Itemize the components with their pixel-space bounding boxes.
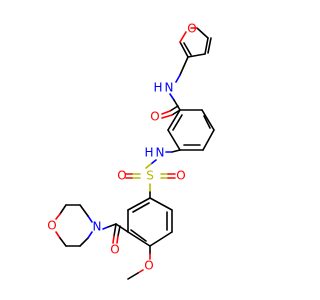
carbonyl-oxygen-label: O: [110, 243, 119, 257]
nh-s-bond-a: [150, 159, 157, 165]
morpholine-nitrogen-label: N: [93, 220, 102, 234]
sulfonamide-hydrogen-label: H: [144, 146, 153, 160]
morpholine-oxygen-label: O: [47, 219, 56, 233]
carbonyl-bond-b: [161, 114, 173, 119]
carbonyl-n-bond-b: [102, 226, 109, 230]
methoxy-bond-d: [127, 272, 139, 280]
amide-oxygen-label: O: [150, 110, 159, 124]
sulfonyl-oxygen-left-label: O: [117, 169, 126, 183]
ch2-bond: [179, 56, 189, 76]
furan-oxygen-label: O: [187, 22, 196, 36]
carbonyl-bond-d: [161, 110, 171, 115]
molecule-canvas: O N H O N H S O O O N O O: [47, 22, 215, 280]
morpholine-ring: [55, 204, 93, 247]
amide-nitrogen-label: N: [165, 81, 174, 95]
carbonyl-co-bond-a: [113, 223, 117, 237]
carbonyl-co-bond-b: [112, 235, 115, 244]
furan-ring: [179, 27, 212, 58]
amide-n-c-bond: [169, 93, 175, 101]
methoxy-oxygen-label: O: [144, 259, 153, 273]
amide-c-bond: [173, 99, 181, 111]
amide-hydrogen-label: H: [153, 81, 162, 95]
methoxyphenyl-ring: [127, 197, 173, 247]
sulfur-label: S: [146, 169, 154, 183]
carbonyl-n-bond-a: [107, 223, 117, 228]
methoxy-bond-c: [137, 269, 144, 274]
sulfonyl-oxygen-right-label: O: [176, 169, 185, 183]
carbonyl-bond-c: [169, 105, 179, 112]
aryl-nh-bond-a: [171, 149, 181, 153]
molecule-structure: O N H O N H S O O O N O O: [47, 22, 215, 280]
nh-s-bond-b: [145, 163, 152, 169]
carbonyl-co-bond-d: [116, 235, 119, 244]
ch2-n-bond: [175, 74, 181, 83]
benzamide-ring: [167, 109, 215, 151]
sulfonamide-nitrogen-label: N: [156, 146, 165, 160]
ring-carbonyl-bond: [115, 223, 129, 233]
carbonyl-co-bond-c: [117, 225, 121, 237]
